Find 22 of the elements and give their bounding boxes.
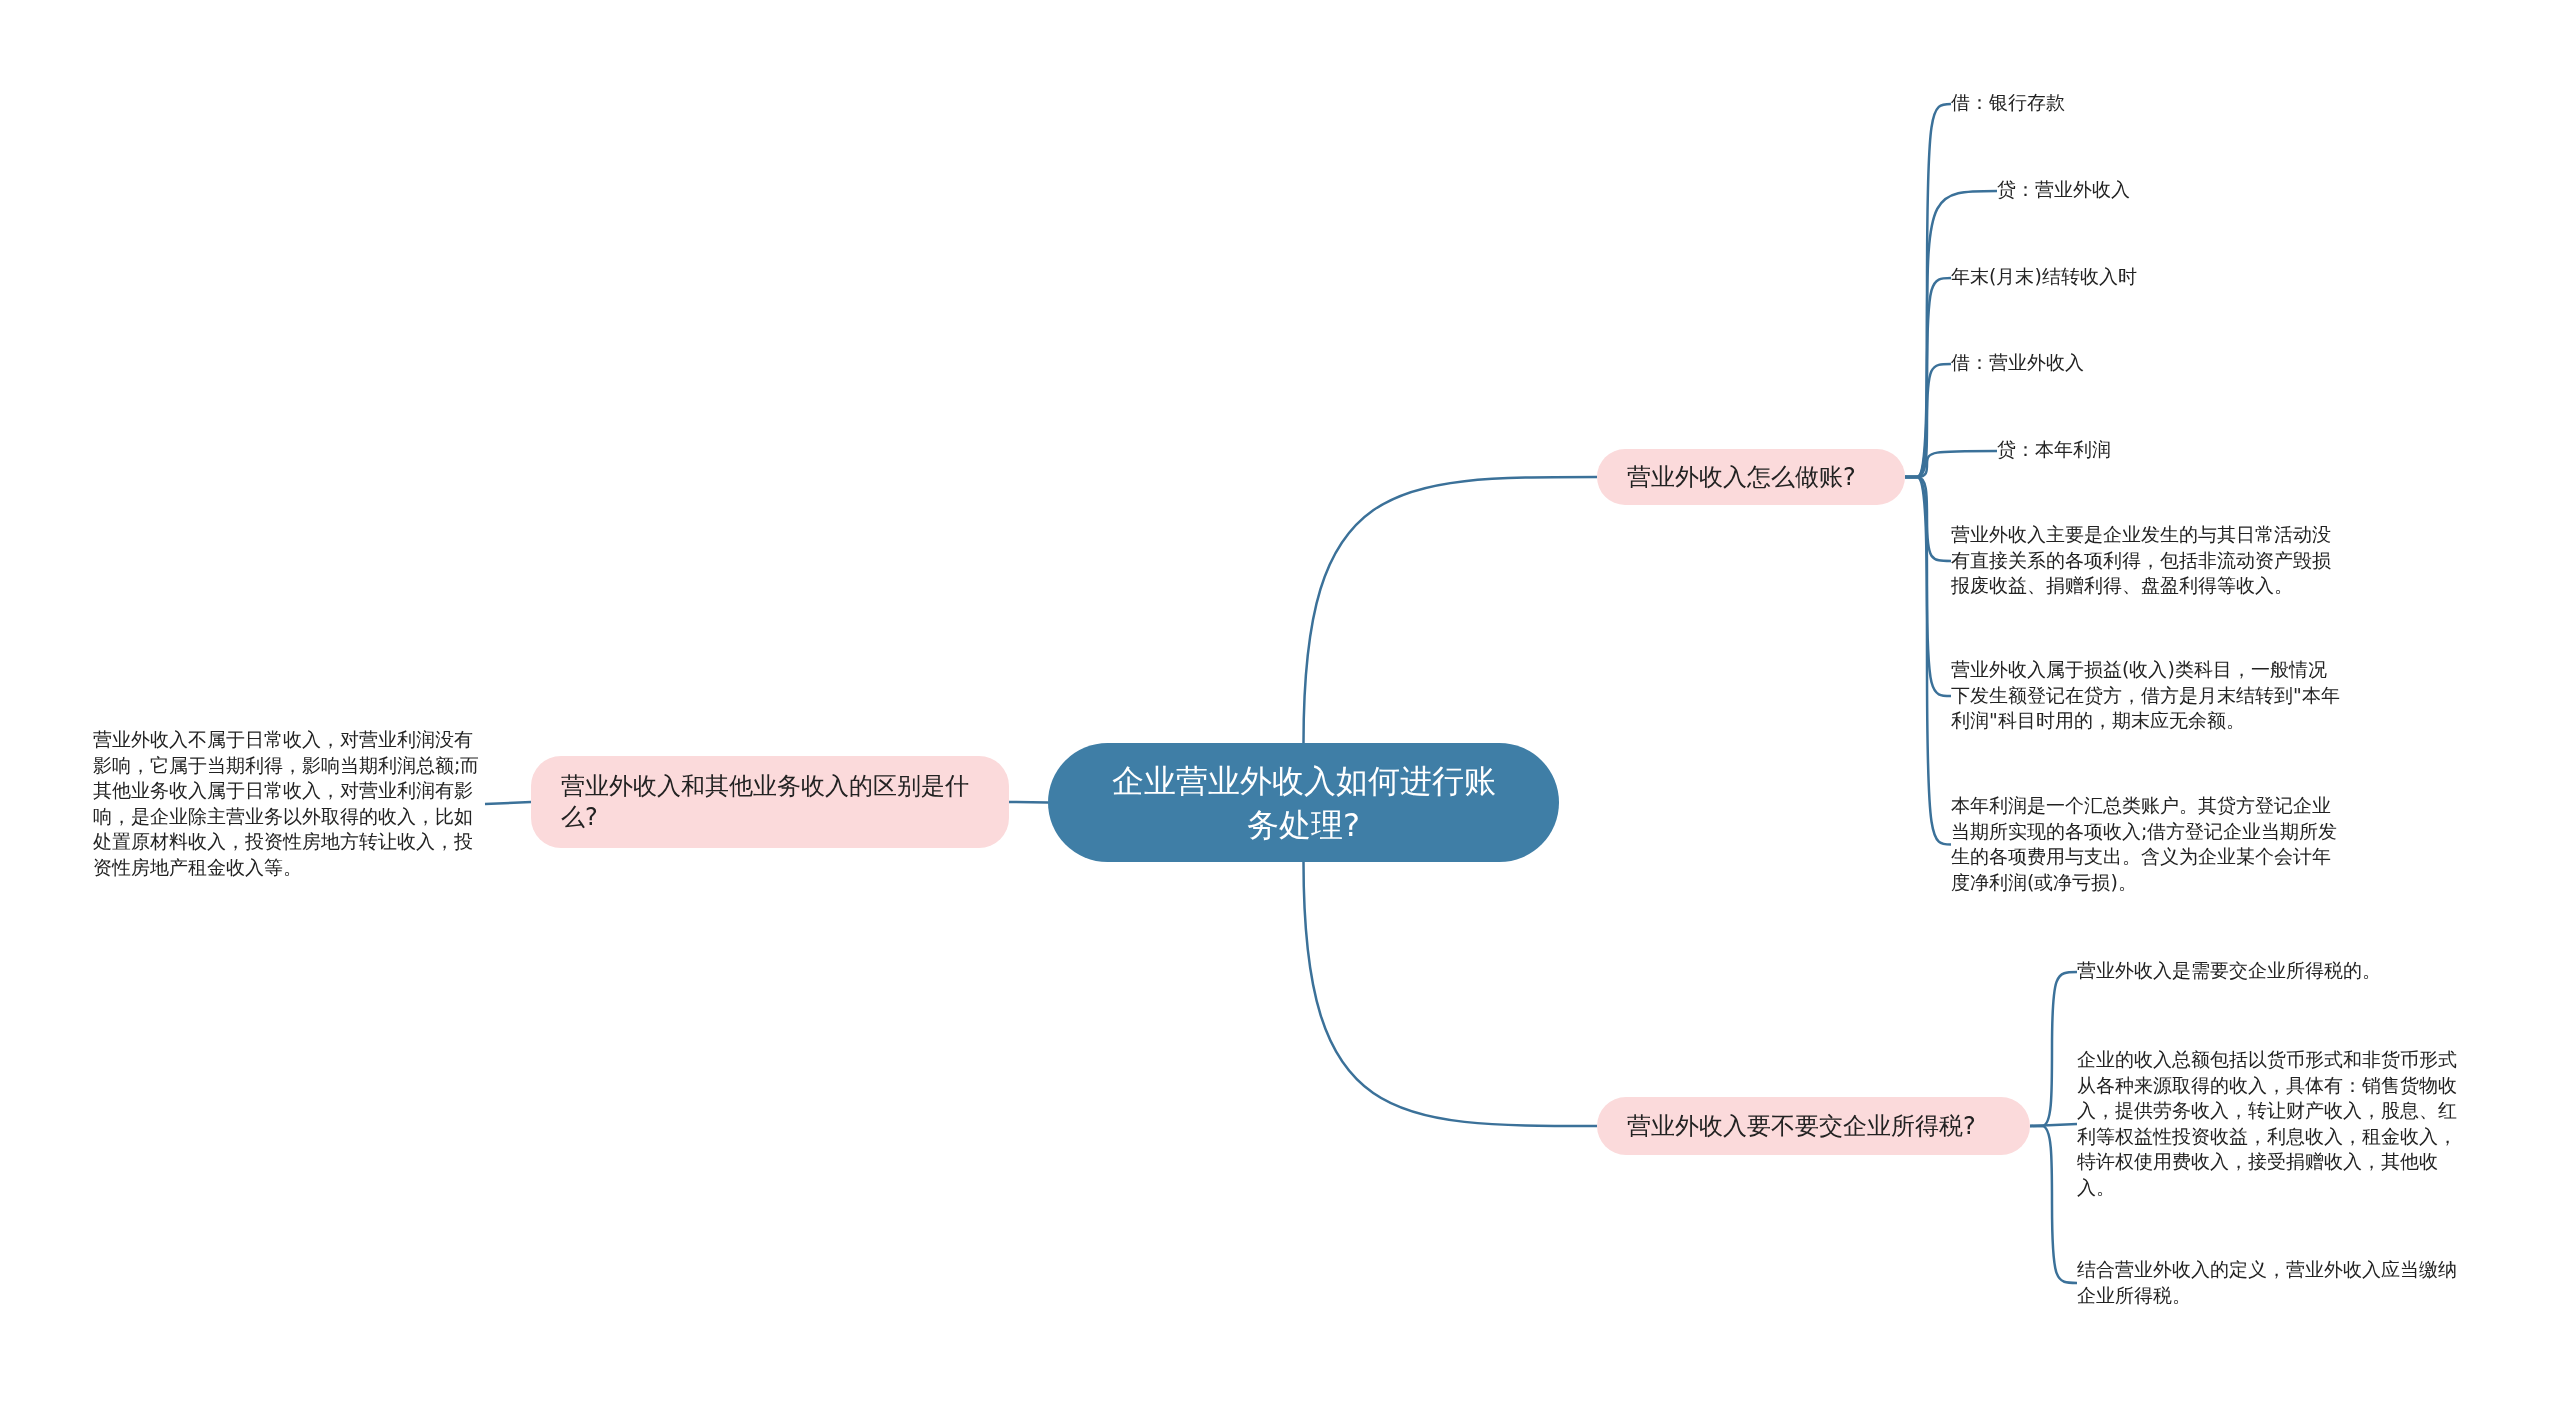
note-text: 贷：营业外收入 [1997, 177, 2343, 203]
connector-line [1302, 475, 1597, 744]
connector-line [484, 800, 532, 806]
note-text: 营业外收入不属于日常收入，对营业利润没有影响，它属于当期利得，影响当期利润总额;而其他业务收入属于日常收入，对营业利润有影响，是企业除主营业务以外取得的收入，比如处置原材料收入，投资性房地方转让收入，投资性房地产租金收入等。 [93, 727, 485, 881]
note-text: 本年利润是一个汇总类账户。其贷方登记企业当期所实现的各项收入;借方登记企业当期所发生的各项费用与支出。含义为企业某个会计年度净利润(或净亏损)。 [1951, 793, 2343, 896]
connector-line [2030, 1124, 2077, 1285]
subtopic-box: 营业外收入怎么做账? [1597, 449, 1905, 505]
connector-line [1009, 800, 1048, 804]
note-text: 借：银行存款 [1951, 90, 2343, 116]
central-topic-box: 企业营业外收入如何进行账务处理? [1048, 743, 1559, 862]
subtopic-box: 营业外收入要不要交企业所得税? [1597, 1097, 2030, 1155]
note-text: 企业的收入总额包括以货币形式和非货币形式从各种来源取得的收入，具体有：销售货物收入，提供劳务收入，转让财产收入，股息、红利等权益性投资收益，利息收入，租金收入，特许权使用费收入，接受捐赠收入，其他收入。 [2077, 1047, 2469, 1201]
subtopic-box: 营业外收入和其他业务收入的区别是什么? [531, 756, 1009, 848]
note-text: 营业外收入是需要交企业所得税的。 [2077, 958, 2469, 984]
note-text: 贷：本年利润 [1997, 437, 2343, 463]
note-text: 营业外收入属于损益(收入)类科目，一般情况下发生额登记在贷方，借方是月末结转到"本年利润"科目时用的，期末应无余额。 [1951, 657, 2343, 734]
connector-line [1905, 475, 1952, 846]
note-text: 营业外收入主要是企业发生的与其日常活动没有直接关系的各项利得，包括非流动资产毁损报废收益、捐赠利得、盘盈利得等收入。 [1951, 522, 2343, 599]
connector-line [1302, 861, 1597, 1128]
note-text: 结合营业外收入的定义，营业外收入应当缴纳企业所得税。 [2077, 1257, 2469, 1309]
note-text: 年末(月末)结转收入时 [1951, 264, 2343, 290]
note-text: 借：营业外收入 [1951, 350, 2343, 376]
